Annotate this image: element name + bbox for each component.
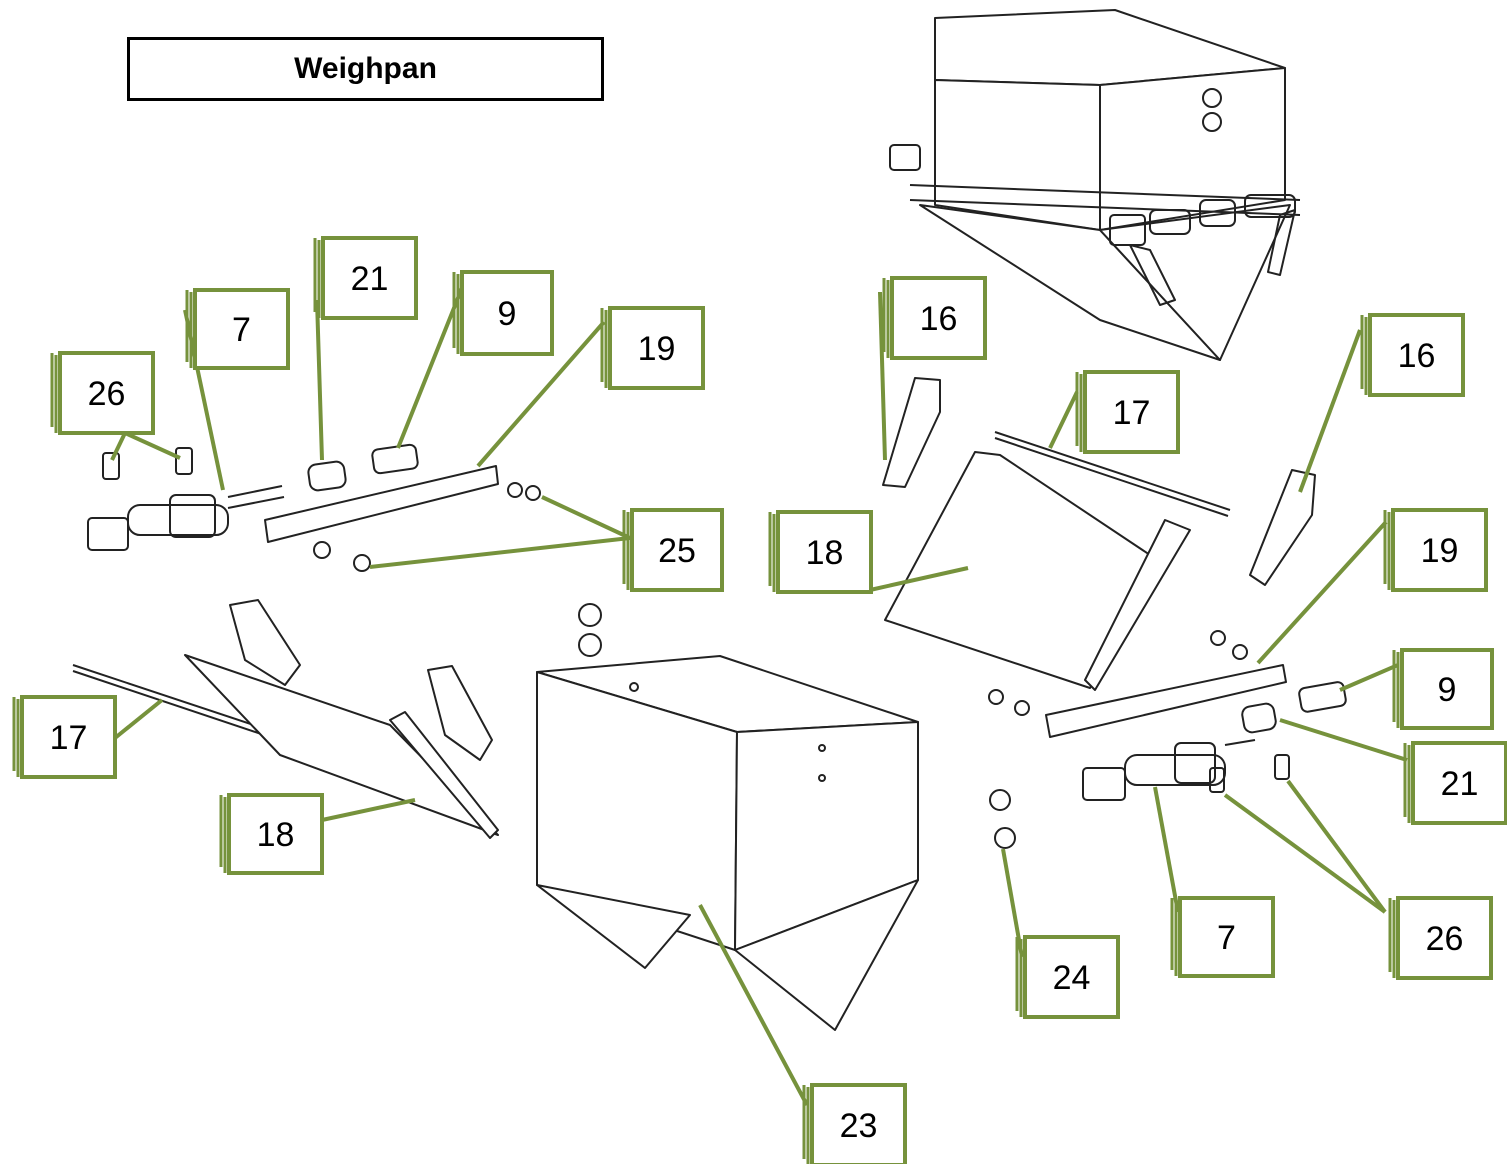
hopper-body-drawing [536, 603, 919, 1031]
callout-17-right: 17 [1075, 370, 1180, 454]
callout-9-left: 9 [452, 270, 554, 356]
callout-label: 26 [88, 375, 126, 413]
callout-26-right: 26 [1388, 896, 1493, 980]
callout-label: 18 [806, 534, 844, 572]
callout-label: 16 [920, 300, 958, 338]
callout-16-a: 16 [882, 276, 987, 360]
callout-label: 17 [1113, 394, 1151, 432]
right-flap-drawing [882, 377, 1316, 691]
left-flap-drawing [72, 599, 499, 839]
callout-label: 21 [1441, 765, 1479, 803]
callout-21-right: 21 [1403, 741, 1507, 825]
assembled-weighpan-drawing [889, 9, 1301, 361]
callout-label: 7 [232, 311, 251, 349]
callout-label: 18 [257, 816, 295, 854]
callout-label: 9 [1438, 671, 1457, 709]
callout-label: 19 [1421, 532, 1459, 570]
callout-24: 24 [1015, 935, 1120, 1019]
callout-label: 25 [658, 532, 696, 570]
callout-label: 9 [498, 295, 517, 333]
callout-label: 17 [50, 719, 88, 757]
callout-label: 21 [351, 260, 389, 298]
callout-label: 26 [1426, 920, 1464, 958]
callout-label: 23 [840, 1107, 878, 1145]
callout-21-left: 21 [313, 236, 418, 320]
callout-18-right: 18 [768, 510, 873, 594]
callout-7-right: 7 [1170, 896, 1275, 978]
callout-19-right: 19 [1383, 508, 1488, 592]
diagram-title: Weighpan [127, 37, 604, 101]
callout-label: 7 [1217, 919, 1236, 957]
callout-26-left: 26 [50, 351, 155, 435]
callout-17-left: 17 [12, 695, 117, 779]
cylinder-left-drawing [87, 447, 285, 551]
callout-18-left: 18 [219, 793, 324, 875]
callout-23: 23 [802, 1083, 907, 1164]
right-small-parts-drawing [988, 630, 1347, 849]
left-small-parts-drawing [264, 443, 541, 572]
callout-9-right: 9 [1392, 648, 1494, 730]
callout-16-b: 16 [1360, 313, 1465, 397]
callout-boxes: 26 7 21 9 19 25 17 18 23 16 17 18 16 19 9 21 7 26 24 [12, 236, 1507, 1164]
callout-label: 24 [1053, 959, 1091, 997]
callout-7-left: 7 [185, 288, 290, 370]
callout-label: 19 [638, 330, 676, 368]
callout-label: 16 [1398, 337, 1436, 375]
callout-19-left: 19 [600, 306, 705, 390]
callout-25: 25 [622, 508, 724, 592]
leader-lines [110, 287, 1408, 1106]
